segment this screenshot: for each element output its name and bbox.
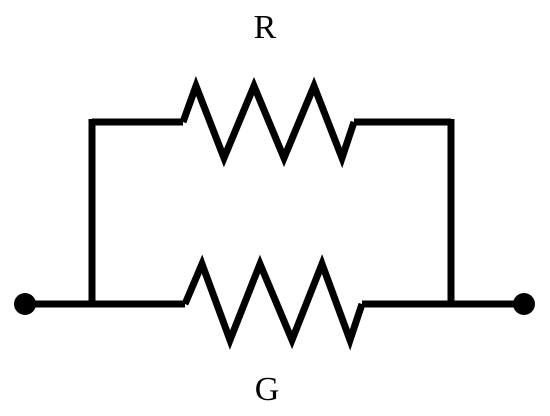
right-terminal-icon (513, 293, 535, 315)
top-resistor-icon (179, 76, 358, 169)
bottom-resistor-icon (181, 254, 366, 351)
left-terminal-icon (14, 293, 36, 315)
top-resistor-label: R (253, 9, 277, 46)
bottom-resistor-label: G (254, 371, 280, 408)
